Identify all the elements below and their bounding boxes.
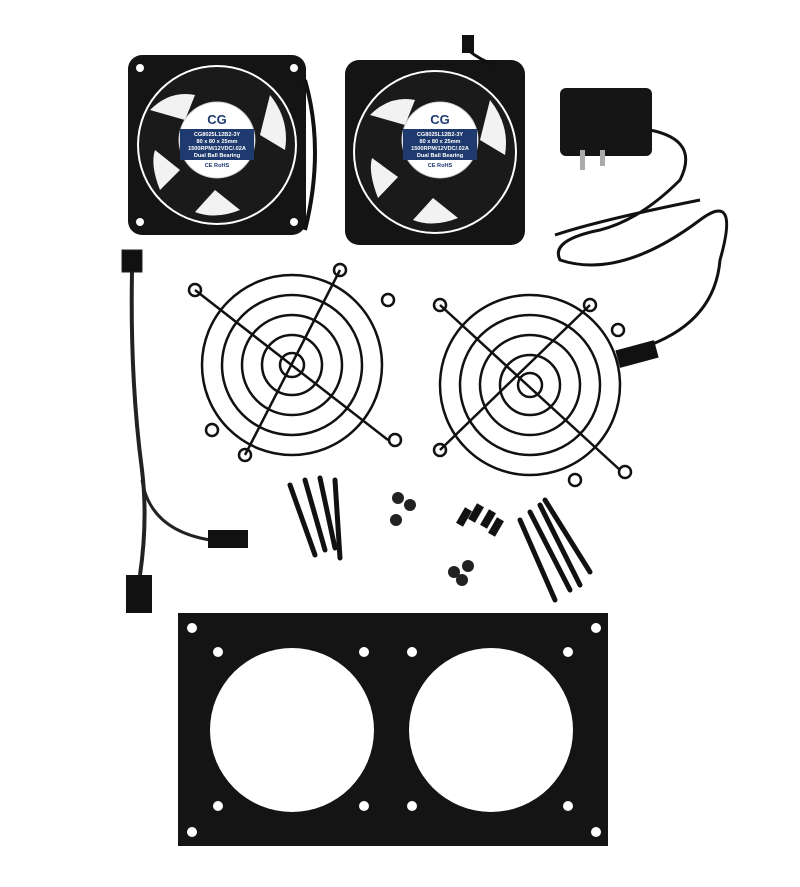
fan-label-line: CE RoHS [428, 163, 453, 169]
cooling-fan-right: CG CG8025L12B2-3Y 80 x 80 x 25mm 1500RPM… [345, 35, 525, 245]
fan-grill-left [187, 262, 403, 463]
fan-grill-right [432, 293, 633, 488]
fan-label-line: CE RoHS [205, 163, 230, 169]
power-adapter [554, 88, 729, 368]
fan-label-line: CG8025L12B2-3Y [194, 132, 241, 138]
fan-label-line: Dual Ball Bearing [417, 153, 464, 159]
nuts [390, 492, 474, 586]
fan-label-right: CG CG8025L12B2-3Y 80 x 80 x 25mm 1500RPM… [411, 112, 469, 169]
fan-logo: CG [430, 112, 450, 127]
fan-label-line: 1500RPM/12VDC/.02A [411, 146, 469, 152]
fan-label-left: CG CG8025L12B2-3Y 80 x 80 x 25mm 1500RPM… [188, 112, 246, 169]
fan-label-line: 1500RPM/12VDC/.02A [188, 146, 246, 152]
fan-label-line: CG8025L12B2-3Y [417, 132, 464, 138]
long-screws-right [517, 497, 593, 603]
small-screws [456, 503, 504, 537]
fan-label-line: Dual Ball Bearing [194, 153, 241, 159]
cooling-fan-left: CG CG8025L12B2-3Y 80 x 80 x 25mm 1500RPM… [128, 55, 317, 235]
mounting-plate [178, 613, 608, 846]
y-splitter-cable [121, 249, 248, 613]
fan-label-line: 80 x 80 x 25mm [419, 139, 460, 145]
long-screws-left [287, 475, 343, 561]
fan-logo: CG [207, 112, 227, 127]
fan-label-line: 80 x 80 x 25mm [196, 139, 237, 145]
